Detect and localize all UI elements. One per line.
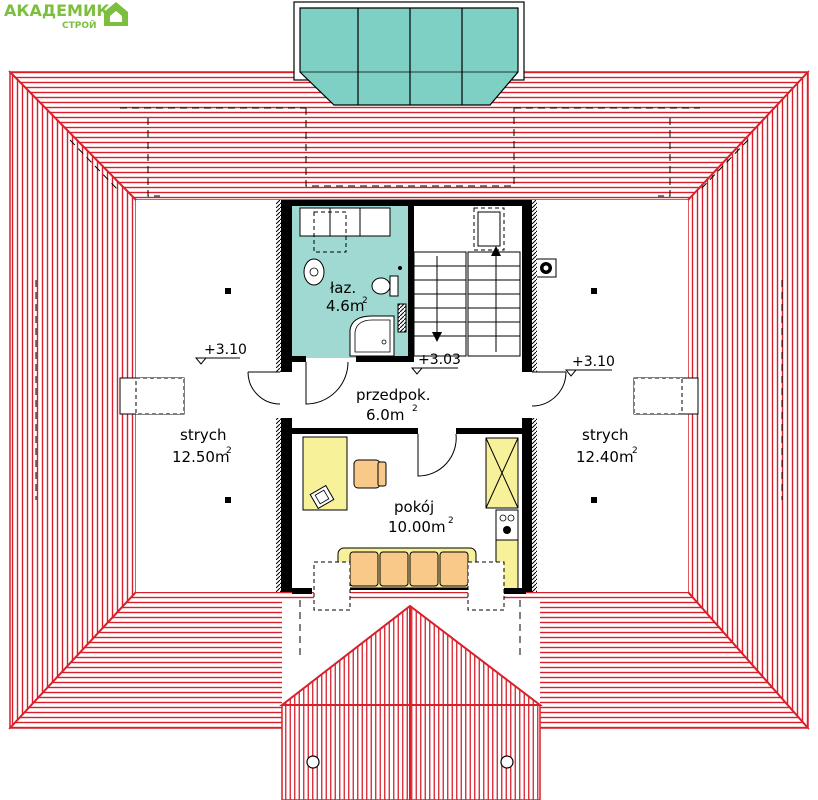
bathroom bbox=[292, 206, 410, 358]
chimney bbox=[535, 258, 557, 278]
svg-text:łaz.: łaz. bbox=[330, 279, 356, 297]
svg-text:+3.03: +3.03 bbox=[418, 352, 461, 368]
label-bathroom: łaz. 4.6m 2 bbox=[326, 279, 368, 315]
logo-name: АКАДЕМИК bbox=[4, 1, 109, 20]
svg-text:10.00m: 10.00m bbox=[388, 518, 446, 536]
level-marker-center: +3.03 bbox=[410, 352, 461, 375]
roof-hip-lines bbox=[9, 71, 809, 729]
house-logo-icon bbox=[104, 2, 128, 26]
label-attic-left: strych 12.50m 2 bbox=[172, 426, 232, 466]
svg-text:+3.10: +3.10 bbox=[572, 354, 615, 370]
svg-text:+3.10: +3.10 bbox=[204, 342, 247, 358]
svg-text:12.50m: 12.50m bbox=[172, 448, 230, 466]
svg-text:pokój: pokój bbox=[394, 498, 434, 516]
logo: АКАДЕМИК СТРОЙ bbox=[4, 1, 128, 31]
label-room: pokój 10.00m 2 bbox=[388, 498, 454, 536]
svg-text:2: 2 bbox=[226, 446, 232, 456]
svg-text:12.40m: 12.40m bbox=[576, 448, 634, 466]
label-hall: przedpok. 6.0m 2 bbox=[356, 386, 430, 424]
doors bbox=[247, 361, 567, 477]
level-marker-left: +3.10 bbox=[194, 342, 247, 365]
svg-text:2: 2 bbox=[412, 404, 418, 414]
porch-roof-gable bbox=[279, 600, 543, 800]
staircase bbox=[413, 206, 522, 357]
wall-insulation bbox=[276, 200, 537, 592]
logo-sub: СТРОЙ bbox=[62, 19, 97, 31]
svg-text:2: 2 bbox=[362, 296, 368, 306]
walls bbox=[280, 200, 532, 594]
dashed-outline bbox=[35, 107, 783, 660]
roof-window-top bbox=[293, 1, 525, 106]
roof-window-right bbox=[633, 377, 699, 415]
svg-text:6.0m: 6.0m bbox=[366, 406, 404, 424]
svg-text:przedpok.: przedpok. bbox=[356, 386, 430, 404]
svg-text:4.6m: 4.6m bbox=[326, 297, 364, 315]
svg-text:2: 2 bbox=[448, 516, 454, 526]
room-furniture bbox=[302, 436, 519, 611]
svg-text:strych: strych bbox=[582, 426, 629, 444]
svg-text:2: 2 bbox=[632, 446, 638, 456]
label-attic-right: strych 12.40m 2 bbox=[576, 426, 638, 466]
svg-text:strych: strych bbox=[180, 426, 227, 444]
level-marker-right: +3.10 bbox=[564, 354, 615, 377]
vent-markers bbox=[225, 288, 597, 503]
roof-window-left bbox=[119, 377, 185, 415]
